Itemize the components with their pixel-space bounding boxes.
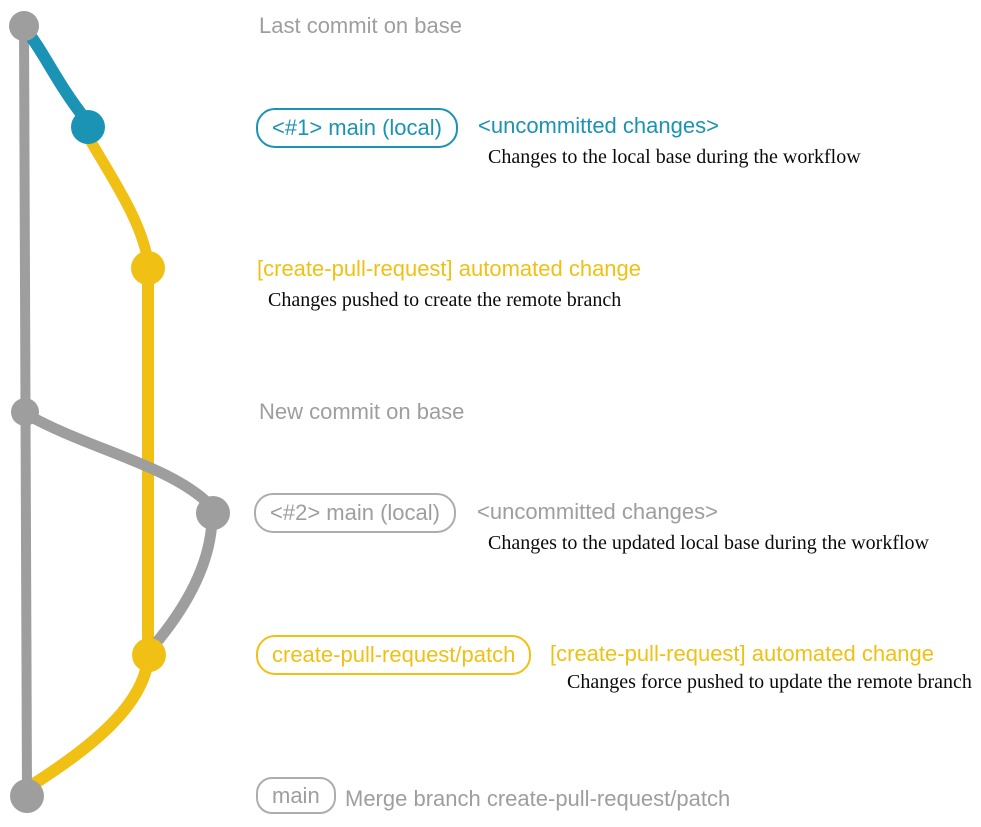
base-to-main2-line: [20, 408, 216, 511]
merge-commit-label: Merge branch create-pull-request/patch: [345, 786, 731, 811]
commit-node-remote-2: [132, 638, 166, 672]
commit-node-merge: [10, 779, 44, 813]
commit-node-main-1: [71, 110, 105, 144]
last-commit-label: Last commit on base: [259, 13, 462, 38]
uncommitted-changes-2: <uncommitted changes>: [477, 499, 718, 524]
commit-node-main-2: [196, 496, 230, 530]
branch-badge-main-1-label: <#1> main (local): [272, 115, 442, 140]
commit1-description: Changes to the local base during the wor…: [488, 146, 861, 168]
commit2-description: Changes to the updated local base during…: [488, 532, 929, 554]
auto-change-2-label: [create-pull-request] automated change: [550, 641, 935, 666]
main1-branch-line: [20, 24, 92, 126]
remote-branch-merge-line: [26, 654, 154, 791]
auto-change-1-description: Changes pushed to create the remote bran…: [268, 289, 622, 311]
branch-badge-patch: create-pull-request/patch: [256, 635, 532, 675]
auto-change-1-label: [create-pull-request] automated change: [257, 256, 642, 281]
auto-change-2-description: Changes force pushed to update the remot…: [567, 671, 972, 693]
new-commit-label: New commit on base: [259, 399, 465, 424]
commit-node-base-top: [9, 11, 39, 41]
branch-badge-main-2-label: <#2> main (local): [270, 500, 440, 525]
branch-badge-main-label: main: [272, 782, 320, 808]
commit-node-remote-1: [131, 251, 165, 285]
branch-badge-patch-label: create-pull-request/patch: [272, 642, 516, 667]
remote-branch-create-line: [84, 134, 154, 268]
branch-badge-main-2: <#2> main (local): [254, 493, 456, 533]
branch-badge-main: main: [256, 777, 336, 814]
branch-badge-main-1: <#1> main (local): [256, 108, 458, 148]
commit-node-base-new: [11, 398, 39, 426]
main2-to-remote-line: [146, 514, 218, 654]
uncommitted-changes-1: <uncommitted changes>: [478, 113, 719, 138]
